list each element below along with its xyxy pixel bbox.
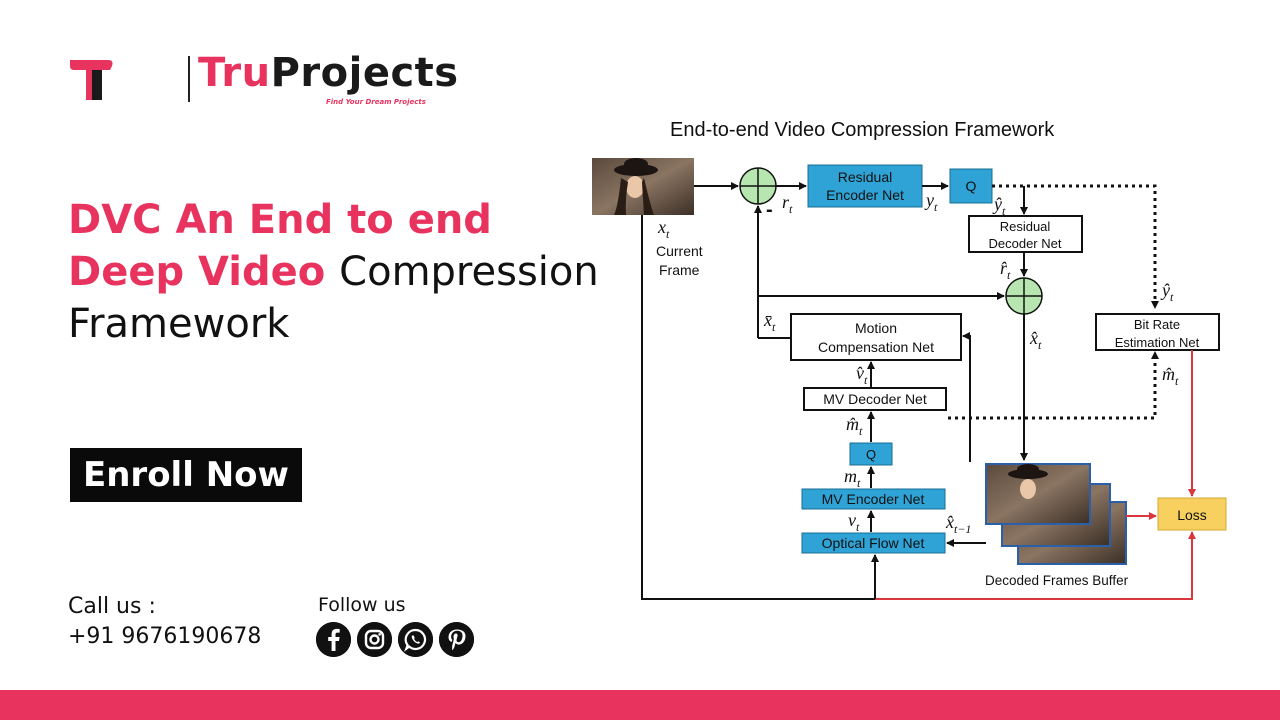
svg-text:Decoder Net: Decoder Net [989, 236, 1062, 251]
facebook-icon[interactable] [316, 622, 351, 657]
label-m-hat-t-right: m̂t [1162, 364, 1179, 388]
svg-text:Estimation Net: Estimation Net [1115, 335, 1200, 350]
quantizer-mid-block: Q [849, 442, 893, 466]
quantizer-top-block: Q [949, 168, 993, 204]
svg-text:Residual: Residual [838, 169, 892, 185]
call-us-label: Call us : [68, 594, 156, 619]
brand-logo[interactable]: TruProjects Find Your Dream Projects [68, 50, 458, 112]
label-r-hat-t: r̂t [1000, 258, 1011, 282]
current-frame-image [592, 158, 694, 215]
svg-text:Optical Flow Net: Optical Flow Net [822, 535, 925, 551]
label-y-hat-t-right: ŷt [1160, 280, 1174, 304]
minus-sign: - [766, 199, 773, 221]
title-plain-line3: Framework [68, 301, 290, 347]
svg-text:Motion: Motion [855, 320, 897, 336]
residual-decoder-net-block: Residual Decoder Net [968, 215, 1083, 253]
svg-text:Bit Rate: Bit Rate [1134, 317, 1180, 332]
optical-flow-net-block: Optical Flow Net [801, 532, 946, 554]
label-decoded-frames-buffer: Decoded Frames Buffer [985, 573, 1129, 588]
label-v-t: vt [848, 510, 860, 534]
svg-text:Compensation Net: Compensation Net [818, 339, 934, 355]
svg-text:Q: Q [866, 447, 876, 462]
diagram-svg: End-to-end Video Compression Framework x… [592, 119, 1227, 600]
label-r-t: rt [782, 192, 793, 216]
social-links [316, 622, 474, 657]
label-y-t: yt [924, 190, 938, 214]
logo-divider [188, 56, 190, 102]
label-x-hat-t: x̂t [1029, 328, 1042, 352]
follow-us-label: Follow us [318, 594, 406, 616]
title-accent-line1: DVC An End to end [68, 197, 492, 243]
bit-rate-estimation-net-block: Bit Rate Estimation Net [1095, 313, 1220, 351]
decoded-frames-buffer [985, 463, 1127, 565]
enroll-now-button[interactable]: Enroll Now [70, 448, 302, 502]
label-x-hat-t-minus-1: x̂t−1 [945, 512, 971, 536]
title-accent-line2: Deep Video [68, 249, 326, 295]
svg-text:Encoder Net: Encoder Net [826, 187, 904, 203]
phone-number[interactable]: +91 9676190678 [68, 624, 262, 649]
brand-tagline: Find Your Dream Projects [326, 98, 426, 106]
instagram-icon[interactable] [357, 622, 392, 657]
svg-text:Loss: Loss [1177, 507, 1207, 523]
brand-name: TruProjects [198, 50, 459, 96]
label-x-bar-t: x̄t [763, 310, 776, 334]
label-y-hat-t: ŷt [992, 194, 1006, 218]
svg-text:MV Decoder Net: MV Decoder Net [823, 391, 927, 407]
label-x-t: xt [657, 217, 670, 241]
svg-text:MV Encoder Net: MV Encoder Net [822, 491, 925, 507]
mv-decoder-net-block: MV Decoder Net [803, 387, 947, 411]
svg-text:Q: Q [966, 178, 977, 194]
page-title: DVC An End to end Deep Video Compression… [68, 194, 628, 350]
loss-block: Loss [1157, 497, 1227, 531]
diagram-title: End-to-end Video Compression Framework [670, 119, 1055, 141]
mv-encoder-net-block: MV Encoder Net [801, 488, 946, 510]
adder-reconstruction [1005, 277, 1043, 315]
label-m-hat-t: m̂t [846, 414, 863, 438]
residual-encoder-net-block: Residual Encoder Net [807, 164, 923, 208]
label-v-hat-t: v̂t [856, 363, 868, 387]
whatsapp-icon[interactable] [398, 622, 433, 657]
label-frame: Frame [659, 262, 700, 278]
logo-mark-icon [70, 60, 113, 100]
pinterest-icon[interactable] [439, 622, 474, 657]
dvc-framework-diagram: End-to-end Video Compression Framework x… [588, 112, 1278, 602]
bottom-accent-bar [0, 690, 1280, 720]
label-m-t: mt [844, 466, 861, 490]
svg-text:Residual: Residual [1000, 219, 1051, 234]
label-current: Current [656, 243, 703, 259]
title-plain-rest: Compression [339, 249, 599, 295]
motion-compensation-net-block: Motion Compensation Net [790, 313, 962, 361]
